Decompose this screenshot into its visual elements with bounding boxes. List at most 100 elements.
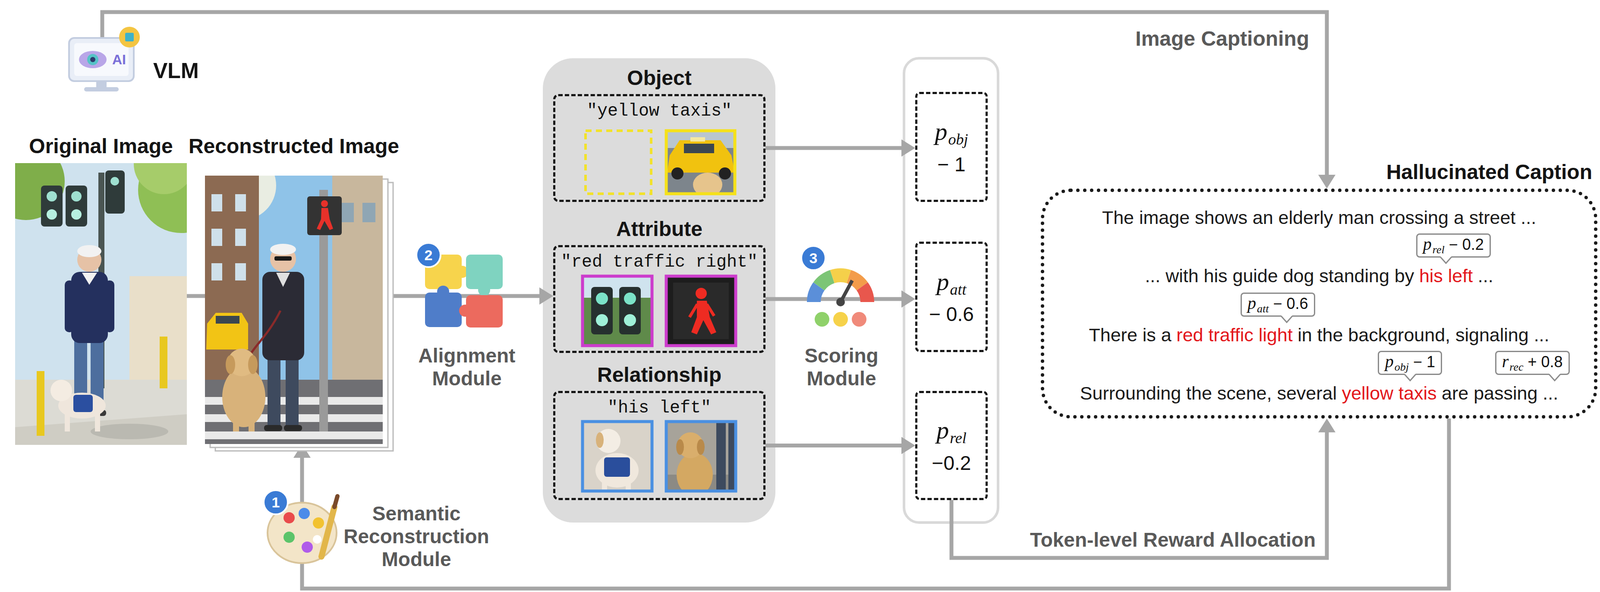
hallucinated-phrase: yellow taxis	[1341, 382, 1437, 404]
reconstructed-photo-part-part	[267, 358, 281, 428]
original-photo-part	[110, 176, 120, 186]
caption-text: are passing ...	[1441, 382, 1559, 404]
palette-icon-part	[298, 507, 310, 520]
original-photo-part	[77, 245, 102, 258]
module-label: Semantic Reconstruction Module	[338, 502, 495, 571]
reward-callout: pobj− 1	[1377, 350, 1443, 375]
math-sub: obj	[1394, 360, 1409, 374]
reconstructed-photo-part-part	[211, 194, 223, 212]
palette-icon-part	[312, 517, 325, 529]
relationship-thumbnails-part-part	[676, 439, 684, 455]
object-thumbnails-part-part	[718, 167, 731, 180]
module-label: Alignment Module	[402, 344, 532, 391]
relationship-thumbnails-part-part	[625, 478, 631, 492]
reconstructed-photo-part-part	[204, 175, 383, 445]
object-thumbnails-part	[585, 130, 652, 194]
caption-text: ...	[1477, 265, 1494, 287]
relationship-thumbnails-part-part	[696, 439, 705, 455]
caption-line: Surrounding the scene, severalyellow tax…	[1044, 381, 1594, 405]
reconstructed-photo-part-part	[215, 315, 240, 324]
reward-value: − 0.2	[1448, 235, 1484, 254]
math-sub: rel	[1432, 243, 1445, 256]
phrase-row: "his left"	[555, 398, 764, 419]
caption-line: ... with his guide dog standing byhis le…	[1044, 264, 1594, 287]
reconstructed-photo-part-part	[321, 200, 328, 208]
palette-icon-part	[283, 531, 295, 543]
attribute-thumbnails-part-part	[623, 314, 637, 327]
attribute-thumbnails-part-part	[706, 304, 715, 316]
original-photo-part	[94, 412, 101, 432]
scoring-gauge-part	[813, 286, 819, 303]
callout-content: patt− 0.6	[1247, 293, 1309, 315]
caption-text: in the background, signaling ...	[1297, 324, 1550, 346]
score-symbol: prel	[936, 416, 967, 447]
caption-line-inner: The image shows an elderly man crossing …	[1102, 207, 1537, 228]
reconstructed-photo-part-part	[235, 194, 246, 212]
phrase: "his left"	[607, 398, 712, 418]
connector-line	[186, 294, 205, 299]
extraction-panel	[542, 58, 776, 523]
reconstructed-photo-part-part	[248, 355, 258, 375]
attribute-thumbnails-part-part	[666, 276, 736, 346]
relationship-thumbnails	[582, 421, 738, 497]
module-label: Scoring Module	[791, 344, 892, 391]
attribute-thumbnails-part	[582, 276, 652, 346]
reconstructed-photo-part-part	[283, 425, 303, 432]
attribute-thumbnails-part-part	[595, 314, 608, 327]
alignment-puzzle-part	[416, 242, 441, 268]
original-photo-part	[46, 191, 57, 202]
original-photo-part	[71, 209, 82, 220]
callout-tail-fill	[1549, 373, 1561, 382]
connector-line	[765, 146, 903, 151]
relationship-thumbnails-part-part	[604, 457, 630, 477]
original-photo-part	[129, 276, 187, 389]
reconstructed-photo	[204, 151, 394, 451]
alignment-puzzle-part	[459, 304, 472, 317]
alignment-puzzle-part	[466, 295, 503, 328]
attribute-thumbnails-part	[666, 276, 736, 346]
math-var: p	[936, 415, 949, 445]
reward-callout: rrec+ 0.8	[1495, 350, 1570, 375]
callout-content: prel− 0.2	[1423, 234, 1484, 256]
alignment-puzzle	[416, 242, 503, 328]
callout-tail	[1281, 315, 1293, 324]
callout-tail-line	[1549, 374, 1561, 382]
phrase-row: "red traffic right"	[555, 252, 764, 273]
callout-tail-fill	[1404, 373, 1416, 382]
reconstructed-photo-part-part	[233, 414, 240, 432]
phrase: "red traffic right"	[560, 252, 758, 272]
callout-tail-line	[1404, 374, 1416, 382]
relationship-thumbnails-part	[666, 421, 736, 492]
original-photo-part	[73, 394, 93, 413]
original-photo-part	[71, 191, 82, 202]
vlm-icon-part	[78, 50, 107, 69]
math-var: p	[936, 267, 949, 296]
connector	[102, 12, 1336, 189]
reconstructed-photo-part-part	[206, 312, 249, 350]
attribute-thumbnails-part-part	[623, 292, 637, 305]
relationship-thumbnails-part	[582, 421, 652, 492]
reconstructed-photo-part-part	[235, 263, 246, 281]
caption-line: The image shows an elderly man crossing …	[1044, 206, 1594, 229]
category-title: Object	[626, 66, 692, 90]
attribute-thumbnails-part-part	[673, 282, 729, 340]
attribute-thumbnails-part-part	[595, 292, 608, 305]
attribute-thumbnails-part-part	[689, 304, 698, 318]
callout-tail-fill	[1440, 256, 1452, 264]
callout-tail	[1404, 373, 1416, 382]
callout-tail-line	[1440, 257, 1452, 264]
evidence-box: Attribute"red traffic right"	[553, 245, 766, 353]
arrowhead	[1318, 174, 1336, 189]
math-sub: att	[1256, 302, 1269, 315]
scoring-gauge-part	[833, 311, 848, 327]
math-var: p	[1247, 293, 1257, 313]
caption-title: Hallucinated Caption	[1386, 160, 1593, 184]
callout-number: 2	[416, 242, 441, 268]
attribute-thumbnails-part	[582, 276, 652, 346]
evidence-box: Relationship"his left"	[553, 390, 766, 501]
arrowhead	[1318, 418, 1336, 433]
object-thumbnails-part	[666, 130, 735, 194]
original-photo	[15, 163, 187, 445]
